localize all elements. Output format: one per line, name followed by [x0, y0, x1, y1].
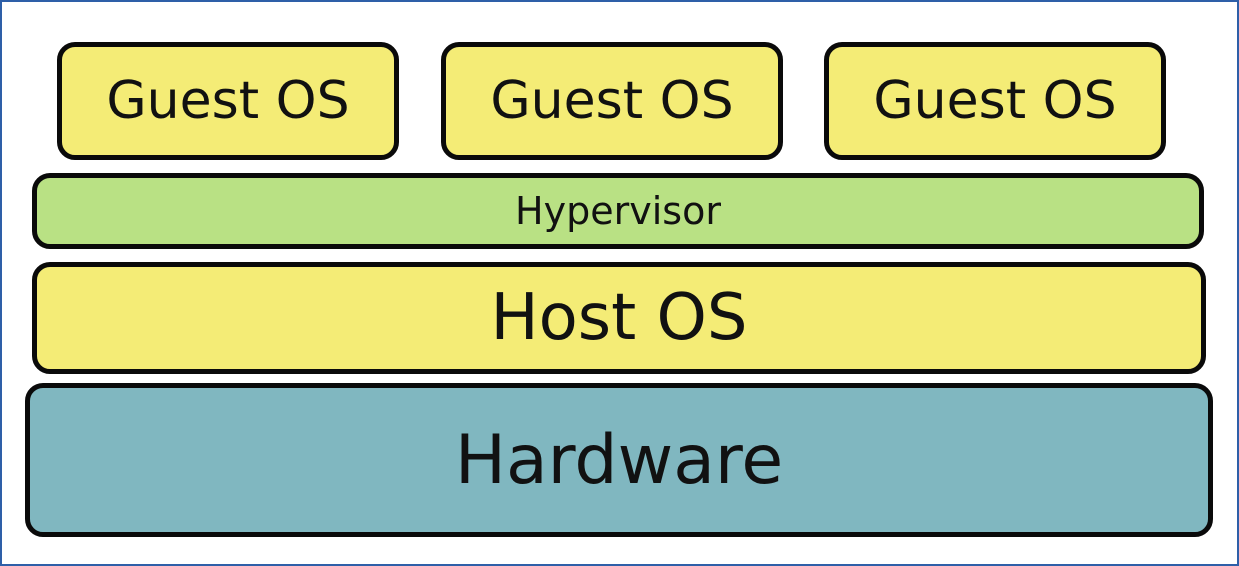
- guest-os-box-3: Guest OS: [824, 42, 1166, 160]
- guest-os-box-1: Guest OS: [57, 42, 399, 160]
- hardware-label: Hardware: [454, 420, 784, 500]
- guest-os-label-1: Guest OS: [106, 71, 350, 131]
- hardware-layer: Hardware: [25, 383, 1213, 537]
- guest-os-label-2: Guest OS: [490, 71, 734, 131]
- guest-os-box-2: Guest OS: [441, 42, 783, 160]
- host-os-label: Host OS: [490, 281, 748, 355]
- host-os-layer: Host OS: [32, 262, 1206, 374]
- hypervisor-label: Hypervisor: [515, 189, 721, 233]
- hypervisor-layer: Hypervisor: [32, 173, 1204, 249]
- guest-os-label-3: Guest OS: [873, 71, 1117, 131]
